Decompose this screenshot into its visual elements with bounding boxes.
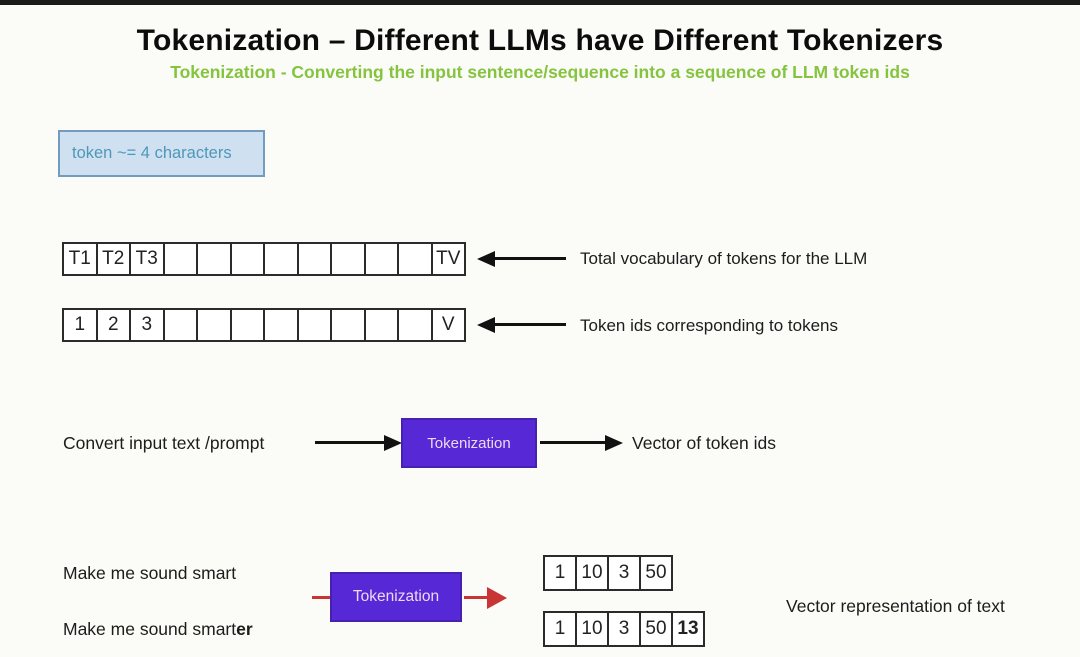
vocab-cell: T1 [62, 242, 98, 276]
top-border-strip [0, 0, 1080, 5]
id-cell [397, 308, 433, 342]
flow-output-label: Vector of token ids [632, 433, 776, 453]
vocab-cell: TV [430, 242, 466, 276]
left-arrowhead-icon [477, 317, 495, 333]
vocab-cell [263, 242, 299, 276]
vector-cell: 50 [639, 555, 673, 591]
id-cell [330, 308, 366, 342]
vocab-cell: T2 [95, 242, 131, 276]
vector-cell: 1 [543, 611, 577, 647]
tokenization-label: Tokenization [427, 434, 511, 452]
slide-title: Tokenization – Different LLMs have Diffe… [136, 24, 944, 57]
vector-cell: 10 [575, 611, 609, 647]
flow-input-label: Convert input text /prompt [63, 433, 265, 453]
right-arrowhead-icon [605, 435, 623, 451]
id-cell: 3 [129, 308, 165, 342]
red-arrow-line [464, 596, 488, 599]
id-cell [263, 308, 299, 342]
vocab-cell [363, 242, 399, 276]
example-input-2: Make me sound smarter [63, 619, 253, 640]
slide-subtitle: Tokenization - Converting the input sent… [170, 62, 910, 82]
vector-cell: 50 [639, 611, 673, 647]
vocab-token-row: T1 T2 T3 TV [62, 242, 466, 276]
id-cell: V [430, 308, 466, 342]
id-cell [363, 308, 399, 342]
vocab-row-label: Total vocabulary of tokens for the LLM [580, 249, 868, 268]
vector-cell: 10 [575, 555, 609, 591]
arrow-line [540, 441, 606, 444]
ids-row-label: Token ids corresponding to tokens [580, 316, 838, 335]
vector-caption: Vector representation of text [786, 596, 1005, 616]
tokenization-label: Tokenization [352, 588, 440, 605]
id-cell [196, 308, 232, 342]
vector-row-2: 1 10 3 50 13 [543, 611, 705, 647]
vector-row-1: 1 10 3 50 [543, 555, 673, 591]
vector-cell-new-token: 13 [671, 611, 705, 647]
token-id-row: 1 2 3 V [62, 308, 466, 342]
red-right-arrowhead-icon [487, 587, 507, 609]
id-cell: 1 [62, 308, 98, 342]
id-cell [162, 308, 198, 342]
vocab-cell: T3 [129, 242, 165, 276]
id-cell: 2 [95, 308, 131, 342]
id-cell [296, 308, 332, 342]
example-input-1: Make me sound smart [63, 563, 237, 583]
vector-cell: 1 [543, 555, 577, 591]
example-input-2-regular: Make me sound smart [63, 619, 237, 639]
tokenization-process-box: Tokenization [401, 418, 537, 468]
right-arrowhead-icon [384, 435, 402, 451]
arrow-line [493, 323, 566, 326]
arrow-line [493, 257, 566, 260]
vector-cell: 3 [607, 555, 641, 591]
vocab-cell [196, 242, 232, 276]
token-note-box: token ~= 4 characters [58, 130, 265, 177]
vocab-cell [229, 242, 265, 276]
vocab-cell [162, 242, 198, 276]
vector-cell: 3 [607, 611, 641, 647]
red-arrow-line [312, 596, 330, 599]
left-arrowhead-icon [477, 251, 495, 267]
token-note-text: token ~= 4 characters [72, 144, 232, 162]
tokenization-process-box-example: Tokenization [330, 572, 462, 622]
arrow-line [315, 441, 385, 444]
vocab-cell [296, 242, 332, 276]
id-cell [229, 308, 265, 342]
vocab-cell [397, 242, 433, 276]
vocab-cell [330, 242, 366, 276]
example-input-2-bold: er [236, 619, 253, 639]
